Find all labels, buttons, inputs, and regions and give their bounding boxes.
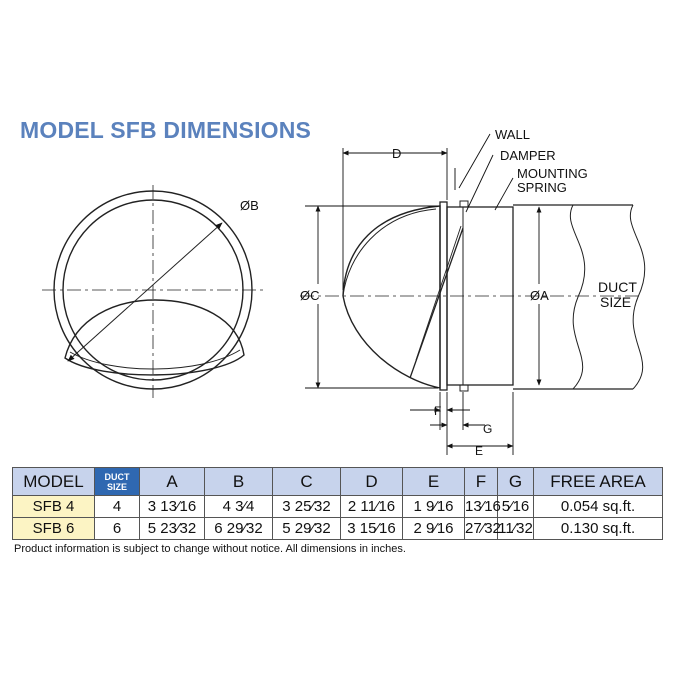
damper-label: DAMPER (500, 148, 556, 163)
hood-outline (342, 205, 441, 389)
e-label: E (475, 444, 483, 458)
spring-label: SPRING (517, 180, 567, 195)
header-free-area: FREE AREA (533, 467, 663, 496)
duct-size-label-line1: DUCT (598, 279, 637, 295)
dimension-fge (410, 392, 514, 455)
header-duct-line1: DUCT (104, 471, 130, 482)
cell-free-area: 0.054 sq.ft. (533, 495, 663, 518)
cell-b: 6 29⁄32 (204, 517, 273, 540)
header-duct-line2: SIZE (106, 481, 127, 492)
header-a: A (139, 467, 205, 496)
dia-b-label: ØB (240, 198, 259, 213)
cell-duct: 6 (94, 517, 140, 540)
wall-label: WALL (495, 127, 530, 142)
cell-duct: 4 (94, 495, 140, 518)
mounting-label: MOUNTING (517, 166, 588, 181)
cell-c: 3 25⁄32 (272, 495, 341, 518)
page-title: MODEL SFB DIMENSIONS (20, 117, 312, 143)
header-b: B (204, 467, 273, 496)
header-duct-size: DUCT SIZE (94, 467, 140, 496)
hood-inner-curve (342, 208, 437, 297)
cell-a: 3 13⁄16 (139, 495, 205, 518)
damper-leader (465, 154, 494, 213)
cell-model: SFB 4 (12, 495, 95, 518)
g-label: G (483, 422, 492, 436)
dia-b-dimension-line (67, 222, 223, 362)
cell-model: SFB 6 (12, 517, 95, 540)
cell-c: 5 29⁄32 (272, 517, 341, 540)
table-header-row: MODEL DUCT SIZE A B C D E F G FREE AREA (12, 467, 663, 496)
front-view (42, 185, 265, 398)
cell-d: 2 11⁄16 (340, 495, 403, 518)
dia-a-label: ØA (530, 288, 549, 303)
cell-f: 27⁄32 (464, 517, 501, 540)
duct-break-right (629, 204, 646, 390)
disclaimer-note: Product information is subject to change… (14, 543, 406, 555)
collar-top-tab (459, 200, 469, 208)
dimension-c (305, 205, 438, 389)
header-e: E (402, 467, 465, 496)
wall-leader (458, 133, 491, 189)
cell-d: 3 15⁄16 (340, 517, 403, 540)
header-d: D (340, 467, 403, 496)
duct-break-left (569, 204, 586, 390)
f-label: F (434, 404, 441, 418)
cell-g: 11⁄32 (497, 517, 534, 540)
mounting-spring-leader (494, 177, 514, 211)
cell-g: 5⁄16 (497, 495, 534, 518)
damper-plate-edge (415, 225, 462, 361)
leader-lines (458, 133, 514, 213)
cell-free-area: 0.130 sq.ft. (533, 517, 663, 540)
header-model: MODEL (12, 467, 95, 496)
header-g: G (497, 467, 534, 496)
cell-b: 4 3⁄4 (204, 495, 273, 518)
header-f: F (464, 467, 498, 496)
collar-bottom-tab (459, 384, 469, 392)
cell-f: 13⁄16 (464, 495, 501, 518)
side-view (300, 168, 646, 392)
cell-e: 2 9⁄16 (402, 517, 465, 540)
dimension-d (342, 148, 448, 290)
duct-size-label-line2: SIZE (600, 294, 631, 310)
header-c: C (272, 467, 341, 496)
front-opening-top (64, 299, 245, 376)
table-row: SFB 6 6 5 23⁄32 6 29⁄32 5 29⁄32 3 15⁄16 … (12, 517, 663, 540)
cell-a: 5 23⁄32 (139, 517, 205, 540)
cell-e: 1 9⁄16 (402, 495, 465, 518)
table-row: SFB 4 4 3 13⁄16 4 3⁄4 3 25⁄32 2 11⁄16 1 … (12, 495, 663, 518)
damper-plate (409, 227, 464, 379)
d-label: D (392, 146, 401, 161)
dimensions-table: MODEL DUCT SIZE A B C D E F G FREE AREA … (12, 467, 663, 540)
dia-c-label: ØC (300, 288, 320, 303)
